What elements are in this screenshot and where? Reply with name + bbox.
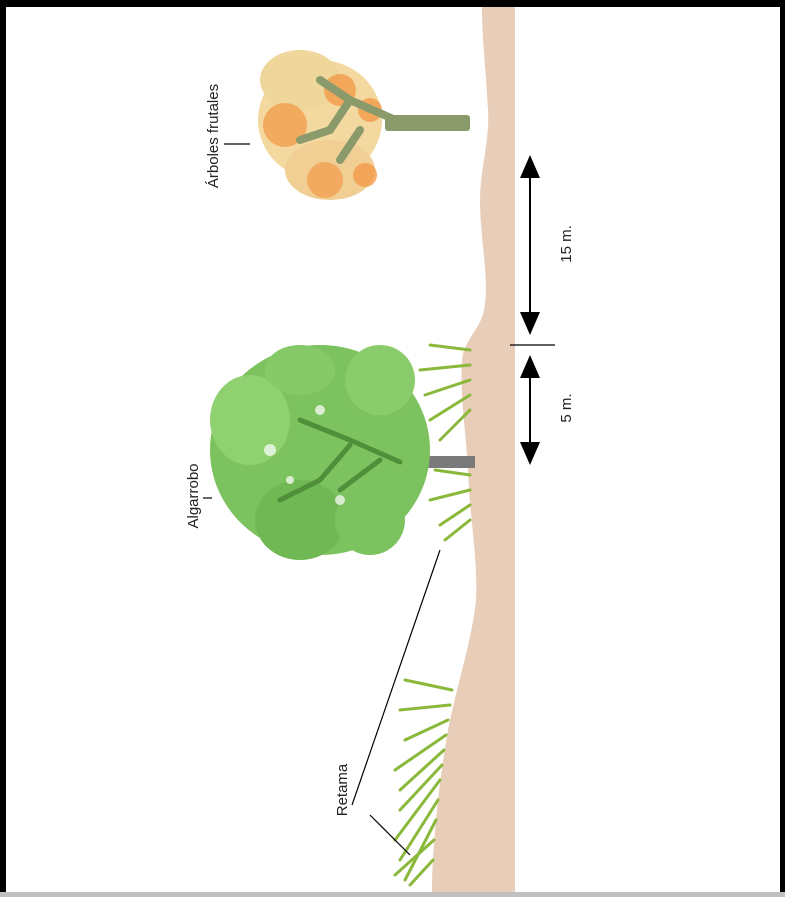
soil-band bbox=[432, 7, 515, 892]
broom-label: Retama bbox=[334, 763, 351, 816]
distance-long-label: 15 m. bbox=[558, 225, 575, 263]
carob-tree-icon bbox=[210, 345, 475, 560]
distance-arrow-short bbox=[520, 355, 540, 465]
distance-short-label: 5 m. bbox=[558, 393, 575, 422]
distance-arrow-long bbox=[520, 155, 540, 335]
carob-label: Algarrobo bbox=[185, 463, 202, 528]
fruit-trees-label: Árboles frutales bbox=[205, 84, 222, 188]
broom-leader-2 bbox=[370, 815, 410, 855]
fruit-tree-icon bbox=[258, 50, 470, 200]
